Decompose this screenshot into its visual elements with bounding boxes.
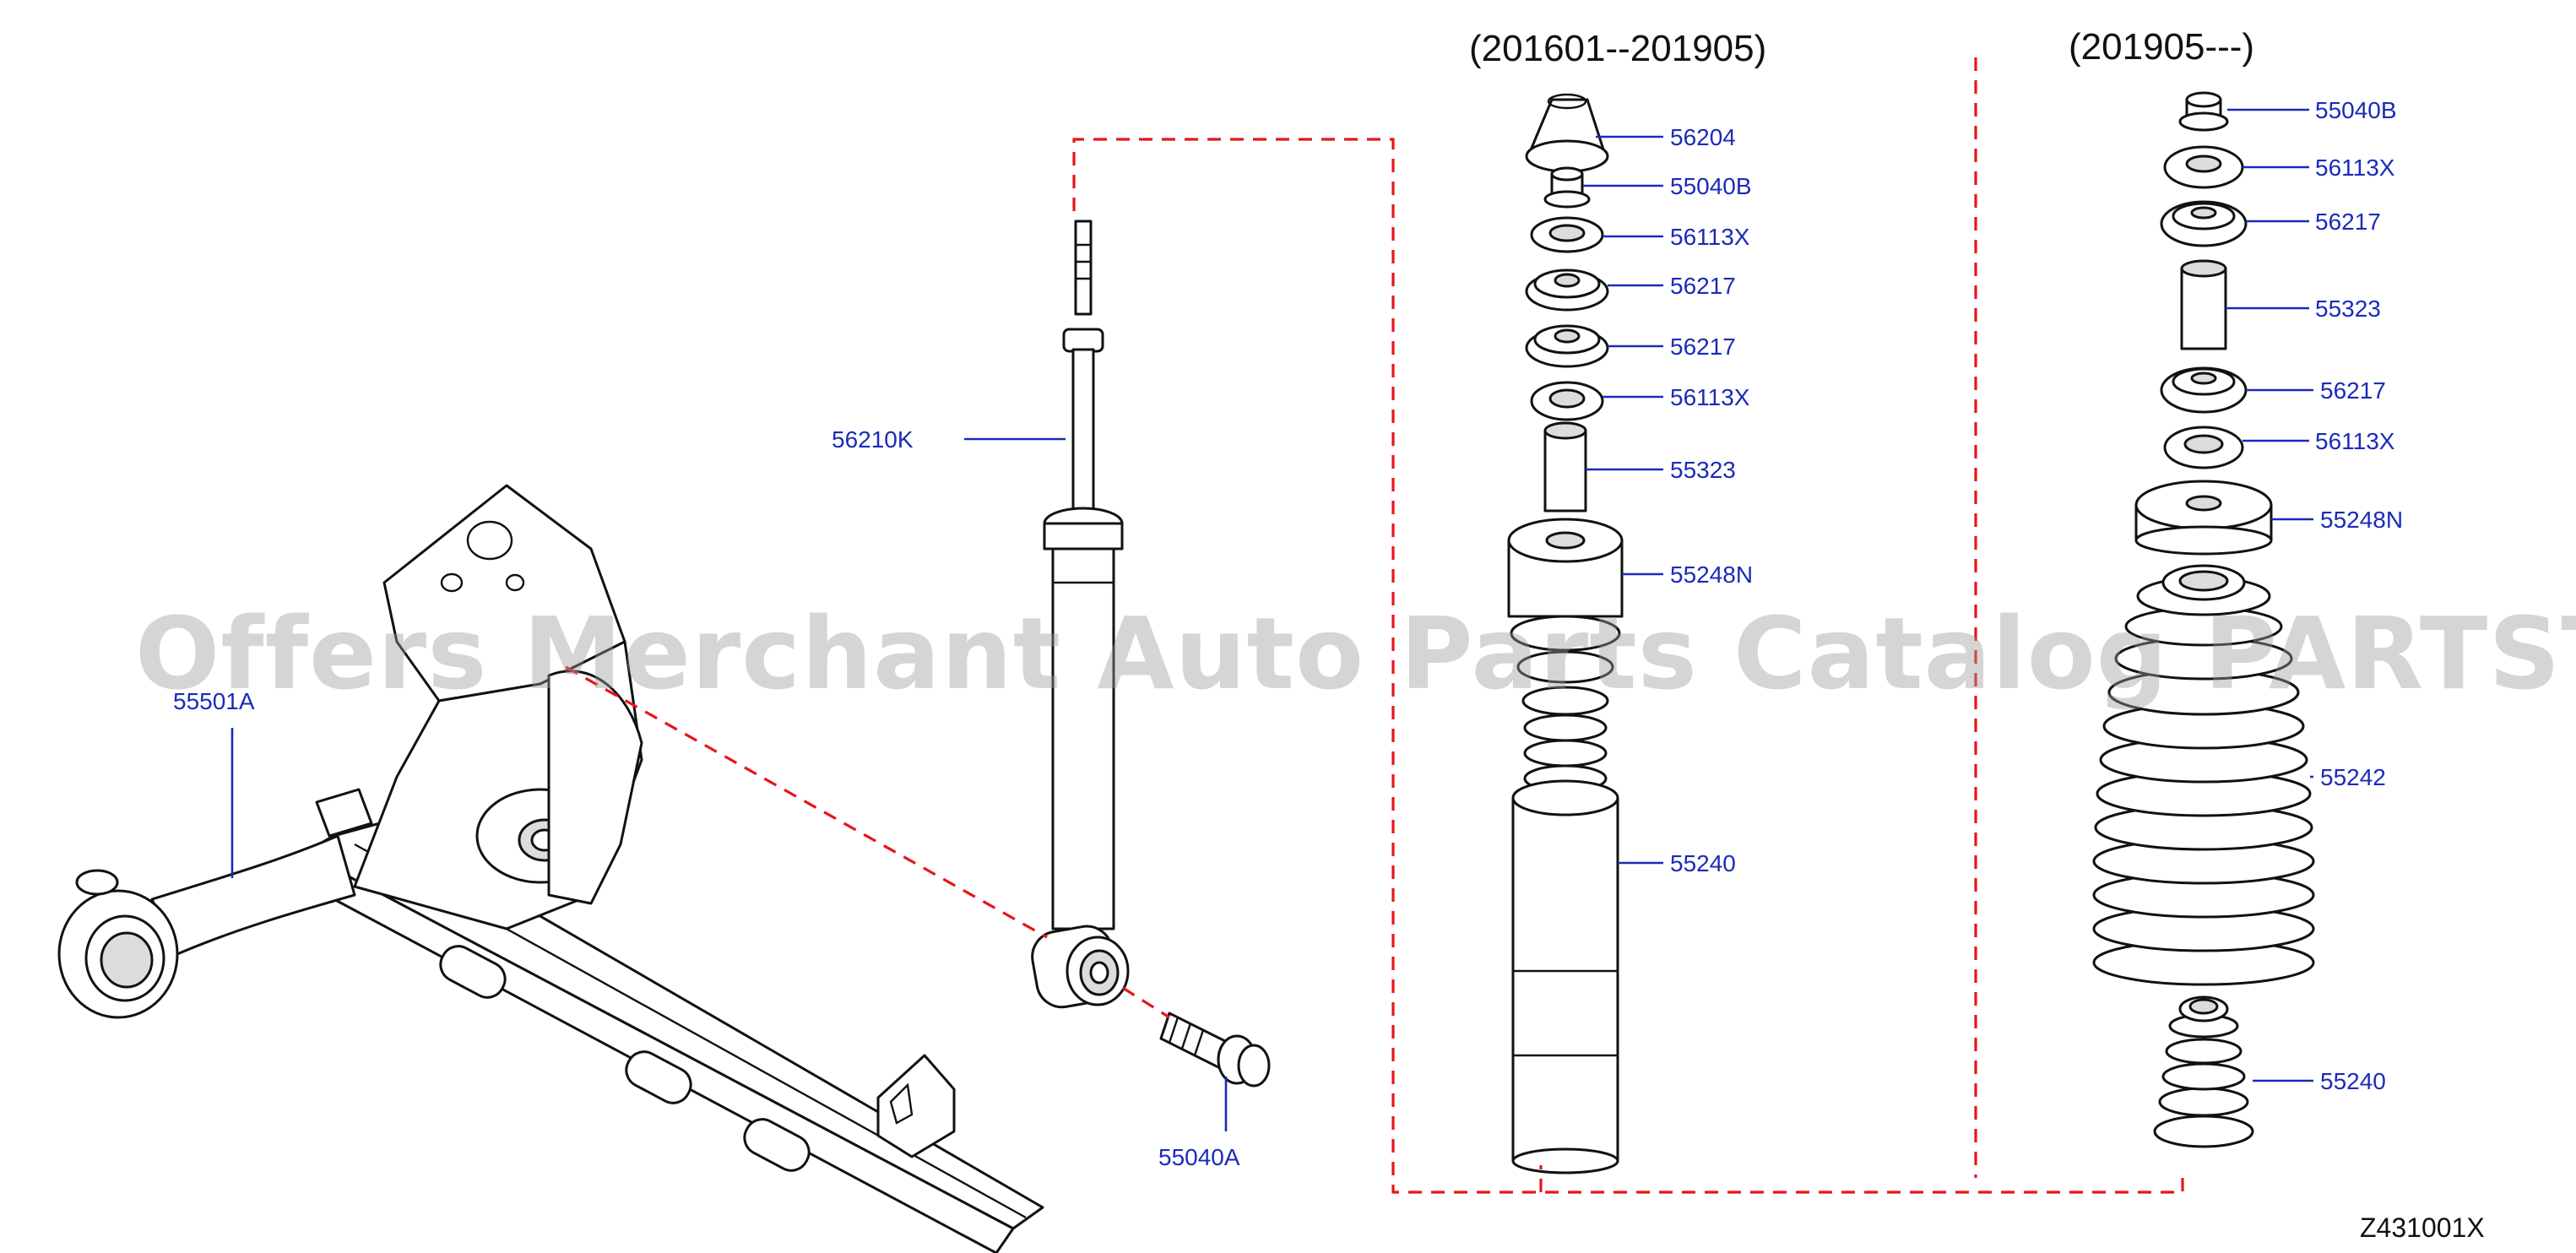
dashed-assembly-guides: [565, 57, 2184, 1194]
callout-55240-earlier[interactable]: 55240: [1670, 850, 1736, 876]
callout-55240-later[interactable]: 55240: [2320, 1068, 2386, 1094]
callout-leader-lines: [230, 108, 2313, 1131]
watermark-text: Offers Merchant Auto Parts Catalog PARTS…: [135, 595, 2576, 712]
callout-56210K[interactable]: 56210K: [832, 426, 914, 453]
callout-55040B-earlier[interactable]: 55040B: [1670, 173, 1752, 199]
callout-55248N-earlier[interactable]: 55248N: [1670, 561, 1753, 588]
callout-56113X-later-top[interactable]: 56113X: [2315, 155, 2395, 181]
rear-axle-beam-drawing: [57, 484, 1044, 1253]
callout-55248N-later[interactable]: 55248N: [2320, 507, 2403, 533]
callout-56217-earlier-a[interactable]: 56217: [1670, 273, 1736, 299]
earlier-version-parts-drawing: [1507, 93, 1624, 1174]
later-period-heading: (201905---): [2069, 26, 2254, 68]
callout-55323-later[interactable]: 55323: [2315, 296, 2381, 322]
callout-56204[interactable]: 56204: [1670, 124, 1736, 150]
mounting-bolt-drawing: [1159, 1012, 1271, 1088]
callout-labels: 55501A 56210K 55040A 56204 55040B 56113X…: [173, 97, 2403, 1170]
callout-55323-earlier[interactable]: 55323: [1670, 457, 1736, 483]
shock-absorber-drawing: [1031, 220, 1130, 1009]
callout-56217-later-top[interactable]: 56217: [2315, 209, 2381, 235]
callout-56217-later-bottom[interactable]: 56217: [2320, 377, 2386, 404]
callout-55242[interactable]: 55242: [2320, 764, 2386, 790]
later-version-parts-drawing: [2092, 91, 2315, 1148]
callout-55501A[interactable]: 55501A: [173, 688, 255, 714]
callout-55040A[interactable]: 55040A: [1158, 1144, 1240, 1170]
callout-56217-earlier-b[interactable]: 56217: [1670, 334, 1736, 360]
drawing-code: Z431001X: [2360, 1212, 2485, 1243]
callout-56113X-later-bottom[interactable]: 56113X: [2315, 428, 2395, 454]
earlier-period-heading: (201601--201905): [1469, 28, 1766, 69]
callout-56113X-earlier-top[interactable]: 56113X: [1670, 224, 1750, 250]
callout-56113X-earlier-bottom[interactable]: 56113X: [1670, 384, 1750, 410]
callout-55040B-later[interactable]: 55040B: [2315, 97, 2397, 123]
